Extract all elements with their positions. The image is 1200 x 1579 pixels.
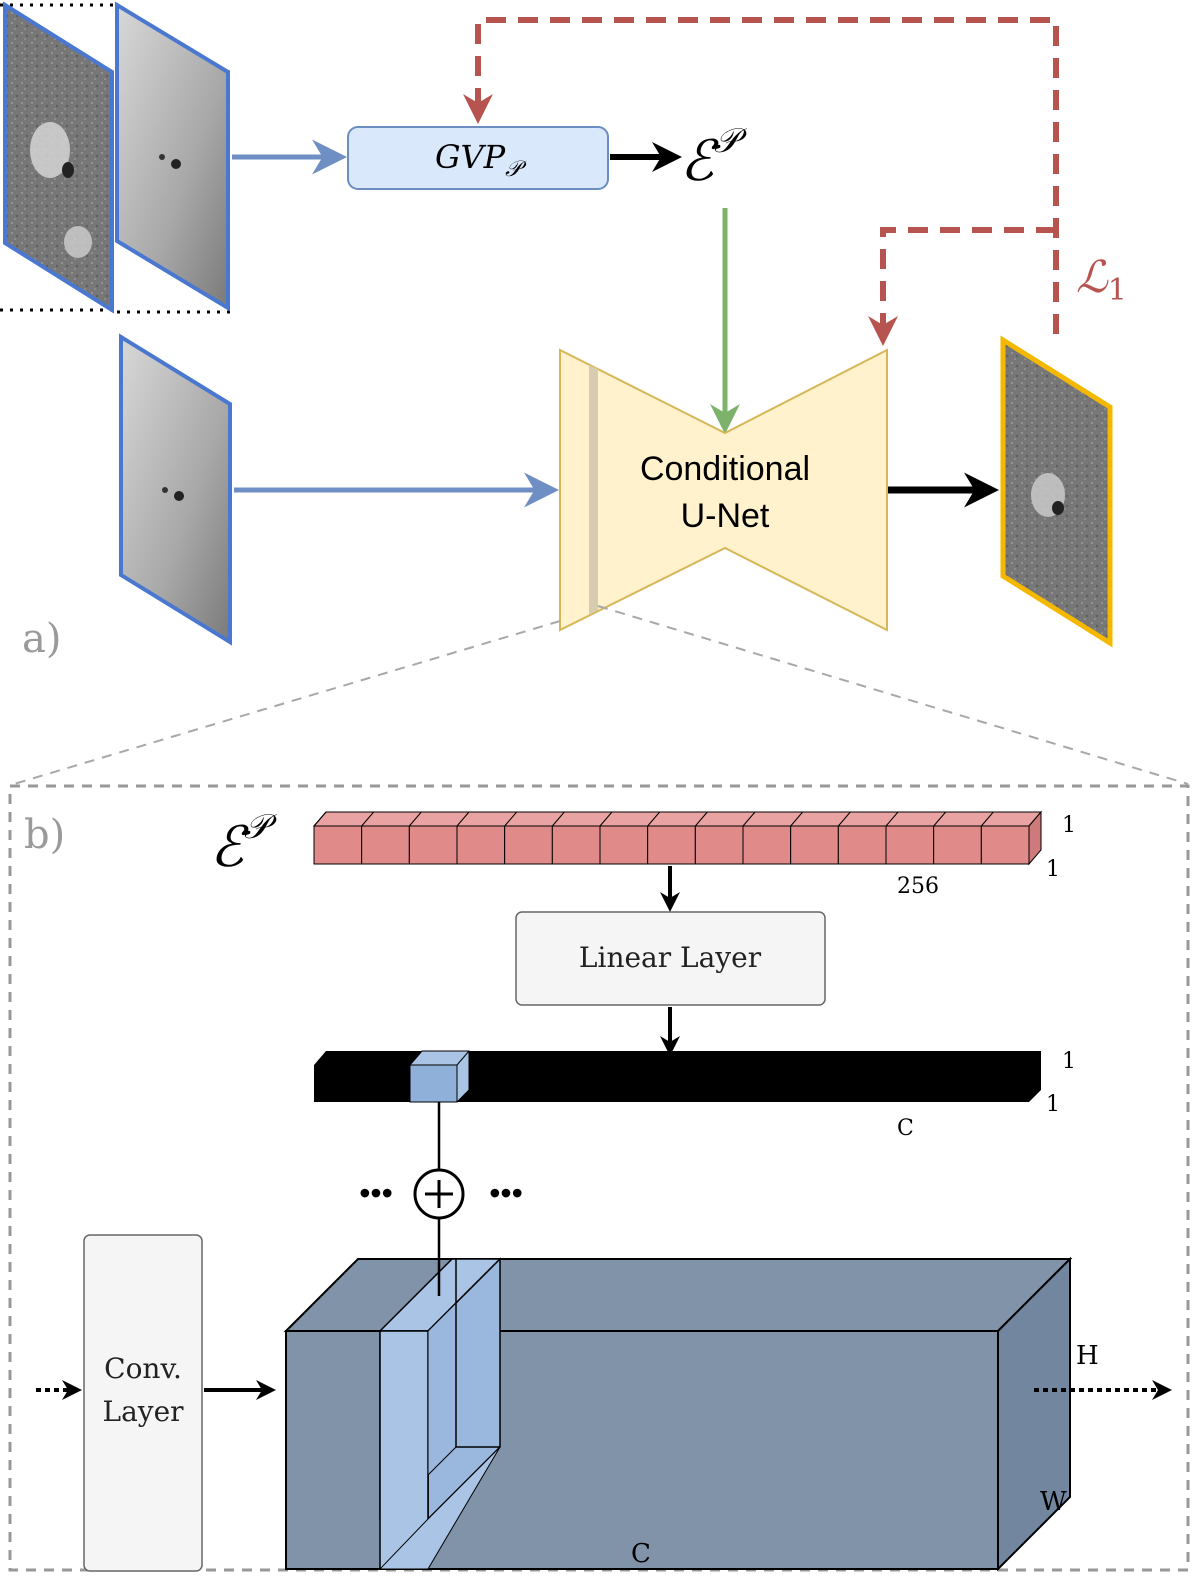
svg-text:Conv.: Conv. (104, 1352, 182, 1385)
ellipsis-right: ••• (489, 1175, 523, 1211)
input-image-pair (0, 1, 230, 314)
linear-layer-box: Linear Layer (515, 911, 826, 1006)
unet-label-line1: Conditional (640, 450, 810, 488)
embedding-cell-edge (933, 811, 947, 827)
embedding-cell (647, 825, 696, 865)
embedding-cell-edge (647, 811, 661, 827)
embedding-cell (885, 825, 935, 865)
input-continuum-image (119, 333, 232, 646)
channel-vector (314, 1050, 1041, 1103)
embedding-cell-edge (361, 811, 375, 827)
svg-text:Linear Layer: Linear Layer (579, 941, 762, 974)
embedding-cell (790, 825, 839, 865)
embed-length-dim: 256 (897, 874, 939, 899)
continuum-image (115, 1, 230, 312)
embedding-cell-edge (885, 811, 899, 827)
panel-b-frame (8, 784, 1190, 1572)
gvp-box: GVP𝒫 (347, 126, 609, 190)
ellipsis-left: ••• (359, 1175, 393, 1211)
embedding-cell (504, 825, 553, 865)
plus-circle-icon (413, 1168, 465, 1220)
embedding-cell-edge (742, 811, 756, 827)
embedding-cell-edge (980, 811, 994, 827)
panel-a-label: a) (22, 616, 61, 662)
feature-slice (378, 1257, 502, 1570)
embedding-cell-edge (790, 811, 804, 827)
feature-width-dim: W (1040, 1487, 1067, 1517)
embedding-cell (837, 825, 887, 865)
feature-map-tensor (283, 1256, 1073, 1572)
embedding-cell (599, 825, 649, 865)
embedding-cell (313, 825, 363, 865)
embedding-cell-edge (599, 811, 613, 827)
loss-label: ℒ1 (1076, 252, 1127, 308)
embedding-cell (551, 825, 601, 865)
feature-channels-dim: C (631, 1539, 651, 1569)
embedding-cell-edge (551, 811, 565, 827)
embedding-cell (456, 825, 506, 865)
channel-depth-dim: 1 (1062, 1049, 1076, 1074)
embedding-cell (980, 825, 1030, 865)
unet-label-line2: U-Net (681, 497, 770, 535)
conv-layer-box: Conv. Layer (83, 1234, 203, 1572)
embedding-cell (933, 825, 982, 865)
embedding-cell (408, 825, 458, 865)
embedding-vector-top (312, 811, 1043, 827)
loss-feedback (463, 17, 1059, 346)
embedding-cell-edge (837, 811, 851, 827)
svg-text:Layer: Layer (102, 1395, 184, 1428)
conditional-unet: Conditional U-Net (559, 348, 888, 632)
feature-height-dim: H (1076, 1341, 1099, 1371)
embed-depth-dim: 1 (1062, 813, 1076, 838)
embedding-label-a: ℰ𝒫 (680, 121, 748, 194)
embedding-cell-edge (694, 811, 708, 827)
gvp-label: GVP (435, 138, 506, 176)
embedding-cell-edge (456, 811, 470, 827)
channel-length-dim: C (897, 1116, 914, 1141)
panel-b-label: b) (24, 812, 65, 858)
embedding-cell-edge (313, 811, 327, 827)
embedding-cell-edge (408, 811, 422, 827)
embedding-cell (742, 825, 792, 865)
embedding-label-b: ℰ𝒫 (210, 807, 278, 880)
embed-height-dim: 1 (1046, 857, 1060, 882)
embedding-vector (312, 810, 1043, 866)
channel-height-dim: 1 (1046, 1092, 1060, 1117)
embedding-cell-edge (504, 811, 518, 827)
embedding-cell (361, 825, 410, 865)
embedding-cell (694, 825, 744, 865)
output-magnetogram (1000, 335, 1113, 648)
